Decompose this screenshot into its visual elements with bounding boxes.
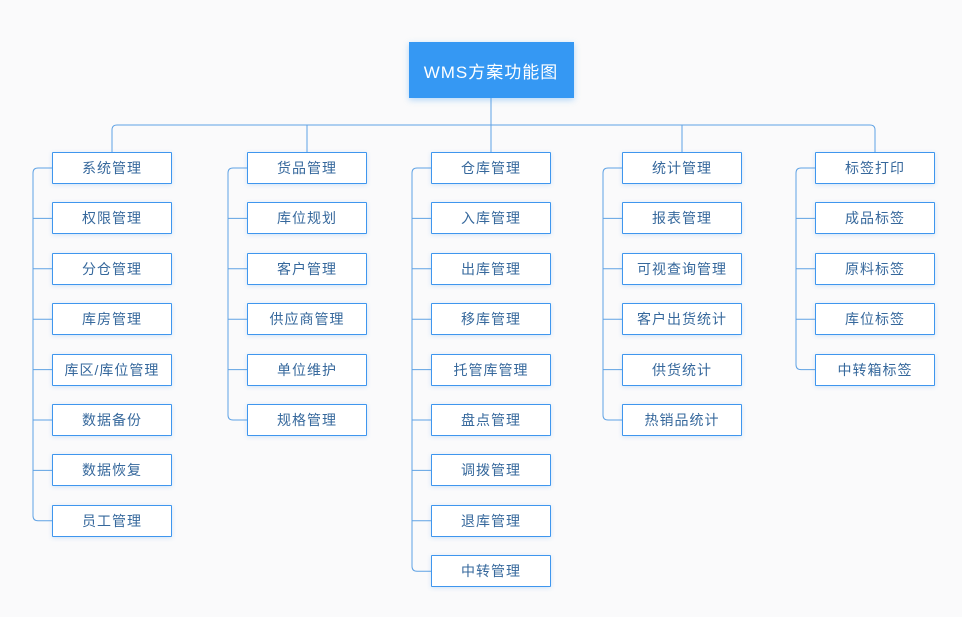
leaf-node[interactable]: 热销品统计 [622,404,742,436]
leaf-node[interactable]: 数据恢复 [52,454,172,487]
leaf-node[interactable]: 客户管理 [247,252,367,285]
leaf-node[interactable]: 库位规划 [247,202,367,235]
leaf-node[interactable]: 入库管理 [431,202,551,235]
leaf-node[interactable]: 客户出货统计 [622,303,742,336]
leaf-node[interactable]: 供货统计 [622,353,742,386]
leaf-node[interactable]: 退库管理 [431,504,551,537]
leaf-node[interactable]: 供应商管理 [247,303,367,336]
leaf-node[interactable]: 中转管理 [431,555,551,588]
branch-node[interactable]: 标签打印 [815,152,935,184]
branch-node[interactable]: 统计管理 [622,152,742,184]
branch-node[interactable]: 仓库管理 [431,152,551,184]
leaf-node[interactable]: 分仓管理 [52,252,172,285]
leaf-node[interactable]: 权限管理 [52,202,172,235]
leaf-node[interactable]: 可视查询管理 [622,252,742,285]
leaf-node[interactable]: 库房管理 [52,303,172,336]
root-node[interactable]: WMS方案功能图 [408,42,574,98]
leaf-node[interactable]: 盘点管理 [431,404,551,436]
leaf-node[interactable]: 库区/库位管理 [52,353,172,386]
leaf-node[interactable]: 调拨管理 [431,454,551,487]
leaf-node[interactable]: 原料标签 [815,252,935,285]
leaf-node[interactable]: 出库管理 [431,252,551,285]
leaf-node[interactable]: 成品标签 [815,202,935,235]
leaf-node[interactable]: 数据备份 [52,404,172,436]
leaf-node[interactable]: 移库管理 [431,303,551,336]
leaf-node[interactable]: 库位标签 [815,303,935,336]
leaf-node[interactable]: 中转箱标签 [815,353,935,386]
branch-node[interactable]: 系统管理 [52,152,172,184]
connector-path [32,98,876,572]
leaf-node[interactable]: 单位维护 [247,353,367,386]
leaf-node[interactable]: 规格管理 [247,404,367,436]
leaf-node[interactable]: 员工管理 [52,504,172,537]
leaf-node[interactable]: 托管库管理 [431,353,551,386]
branch-node[interactable]: 货品管理 [247,152,367,184]
leaf-node[interactable]: 报表管理 [622,202,742,235]
